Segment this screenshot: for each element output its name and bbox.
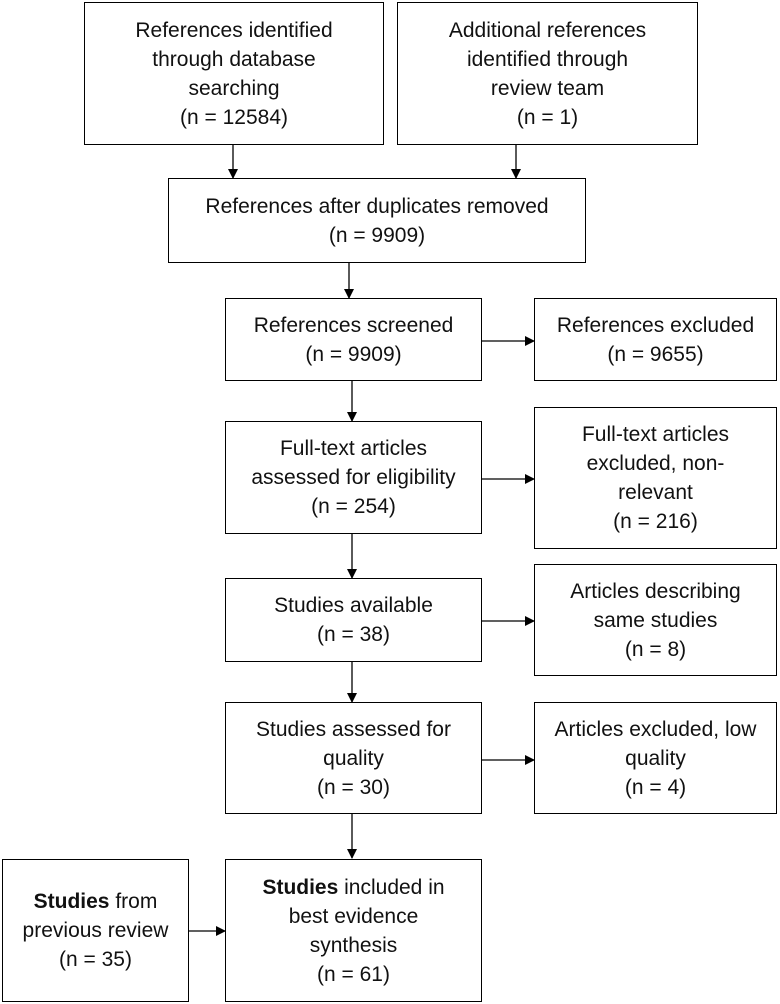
box-text-line: quality xyxy=(323,746,384,770)
box-low-quality: Articles excluded, low quality (n = 4) xyxy=(534,702,777,814)
box-text-line: assessed for eligibility xyxy=(251,466,456,489)
box-text-line: Studies available xyxy=(274,594,433,617)
box-text-line: through database xyxy=(152,47,316,71)
box-text-line: excluded, non- xyxy=(586,452,725,475)
box-text-line: identified through xyxy=(466,47,629,71)
bold-label: Studies xyxy=(262,875,339,899)
box-text-line: Studies included in xyxy=(262,873,444,902)
box-previous-review: Studies from previous review (n = 35) xyxy=(2,859,189,1002)
box-review-team: Additional references identified through… xyxy=(397,2,698,145)
box-count: (n = 9909) xyxy=(328,223,426,247)
box-count: (n = 1) xyxy=(516,105,579,129)
box-text-line: References excluded xyxy=(556,313,755,337)
box-text-line: best evidence xyxy=(288,904,419,928)
bold-label: Studies xyxy=(33,890,110,913)
label-rest: from xyxy=(109,890,158,913)
box-fulltext-excluded: Full-text articles excluded, non- releva… xyxy=(534,407,777,549)
box-text-line: quality xyxy=(625,746,686,770)
box-text-line: Additional references xyxy=(448,18,647,42)
box-text-line: Studies assessed for xyxy=(256,717,451,741)
box-count: (n = 38) xyxy=(317,623,390,646)
box-count: (n = 216) xyxy=(613,510,698,533)
box-text-line: Full-text articles xyxy=(279,437,428,460)
box-text-line: References screened xyxy=(253,313,454,337)
box-count: (n = 9909) xyxy=(305,342,402,366)
box-same-studies: Articles describing same studies (n = 8) xyxy=(534,564,777,676)
box-text-line: Articles excluded, low xyxy=(554,717,757,741)
box-text-line: References after duplicates removed xyxy=(205,194,549,218)
box-quality-assessed: Studies assessed for quality (n = 30) xyxy=(225,702,482,814)
box-after-duplicates: References after duplicates removed (n =… xyxy=(168,178,586,263)
box-studies-available: Studies available (n = 38) xyxy=(225,578,482,662)
box-count: (n = 254) xyxy=(311,495,396,518)
box-text-line: same studies xyxy=(593,608,718,632)
box-text-line: Studies from xyxy=(34,887,158,916)
box-text-line: References identified xyxy=(135,18,333,42)
box-included: Studies included in best evidence synthe… xyxy=(225,859,482,1002)
box-text-line: relevant xyxy=(618,481,693,504)
box-count: (n = 30) xyxy=(317,775,390,799)
box-count: (n = 8) xyxy=(624,637,687,661)
box-text-line: review team xyxy=(490,76,605,100)
box-count: (n = 4) xyxy=(624,775,687,799)
box-database-search: References identified through database s… xyxy=(84,2,384,145)
box-count: (n = 9655) xyxy=(607,342,704,366)
box-text-line: searching xyxy=(188,76,280,100)
box-excluded: References excluded (n = 9655) xyxy=(534,298,777,381)
box-count: (n = 35) xyxy=(59,948,132,971)
box-text-line: Full-text articles xyxy=(581,423,730,446)
box-text-line: previous review xyxy=(22,919,169,942)
label-rest: included in xyxy=(338,875,445,899)
box-screened: References screened (n = 9909) xyxy=(225,298,482,381)
box-text-line: Articles describing xyxy=(570,579,741,603)
box-count: (n = 61) xyxy=(317,962,390,986)
box-text-line: synthesis xyxy=(309,933,398,957)
box-fulltext-assessed: Full-text articles assessed for eligibil… xyxy=(225,421,482,534)
box-count: (n = 12584) xyxy=(180,105,288,129)
